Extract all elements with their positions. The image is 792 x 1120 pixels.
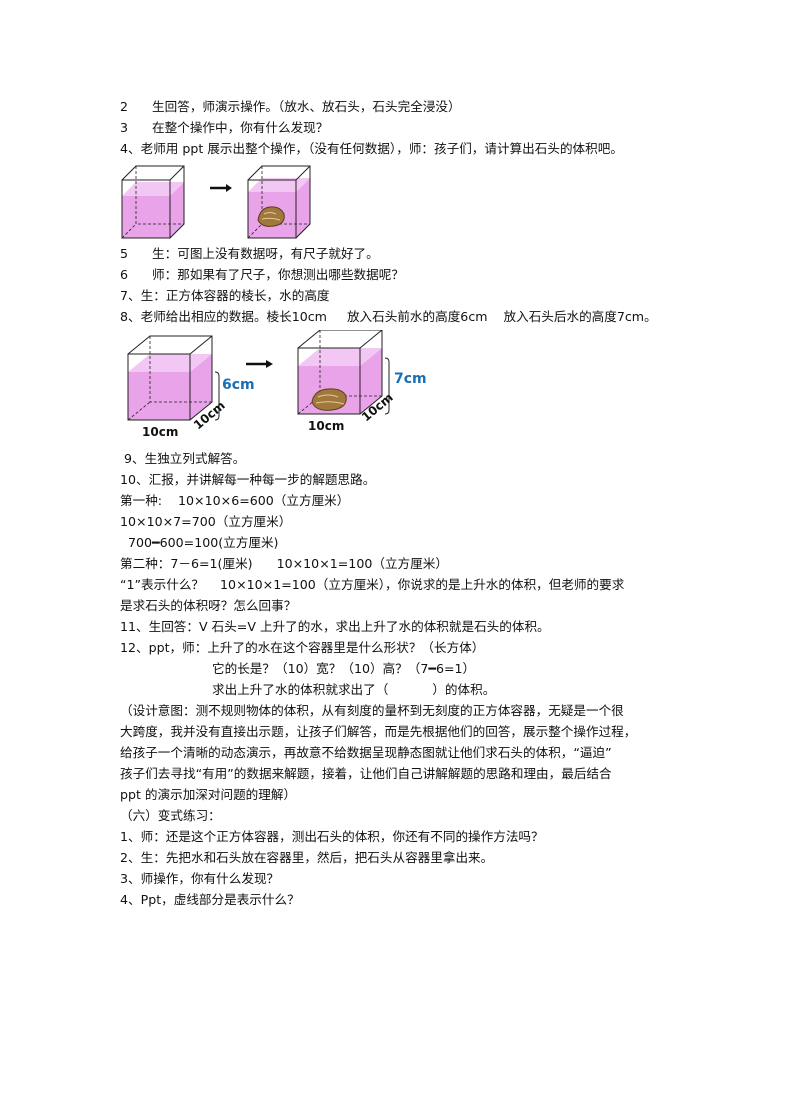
text-line: “1”表示什么？ 10×10×1=100（立方厘米），你说求的是上升水的体积，但… — [120, 577, 625, 592]
text-segment: ）的体积。 — [432, 682, 496, 697]
text-segment: 求出上升了水的体积就求出了（ — [212, 682, 389, 697]
arrow-icon — [210, 184, 232, 192]
height-label-before: 6cm — [222, 377, 255, 393]
water-surface — [122, 182, 184, 196]
rock-icon — [311, 388, 347, 411]
rock-icon — [257, 206, 285, 227]
text-line: 11、生回答：V 石头=V 上升了的水，求出上升了水的体积就是石头的体积。 — [120, 619, 550, 634]
text-line: 5 生：可图上没有数据呀，有尺子就好了。 — [120, 246, 379, 261]
text-line: 2 生回答，师演示操作。（放水、放石头，石头完全浸没） — [120, 99, 461, 114]
design-intent-line: ppt 的演示加深对问题的理解） — [120, 787, 297, 802]
text-line: 第一种: 10×10×6=600（立方厘米） — [120, 493, 350, 508]
text-line: 12、ppt，师：上升了的水在这个容器里是什么形状？（长方体） — [120, 640, 485, 655]
water-surface — [248, 178, 310, 192]
design-intent-line: （设计意图：测不规则物体的体积，从有刻度的量杯到无刻度的正方体容器，无疑是一个很 — [120, 703, 624, 718]
text-line: 求出上升了水的体积就求出了（ ）的体积。 — [212, 679, 495, 700]
text-line: 是求石头的体积呀？怎么回事？ — [120, 598, 297, 613]
text-line: 3 在整个操作中，你有什么发现？ — [120, 120, 329, 135]
water-surface — [298, 348, 382, 366]
text-line: 1、师：还是这个正方体容器，测出石头的体积，你还有不同的操作方法吗？ — [120, 829, 544, 844]
height-label-after: 7cm — [394, 371, 427, 387]
text-line: 10、汇报，并讲解每一种每一步的解题思路。 — [120, 472, 376, 487]
cube-after — [247, 165, 311, 239]
text-line: 第二种：7－6=1(厘米) 10×10×1=100（立方厘米） — [120, 556, 448, 571]
edge-bottom-label: 10cm — [142, 425, 178, 439]
text-line: 4、老师用 ppt 展示出整个操作，（没有任何数据），师：孩子们，请计算出石头的… — [120, 141, 623, 156]
figure-cubes-no-data — [121, 165, 311, 239]
design-intent-line: 给孩子一个清晰的动态演示，再故意不给数据呈现静态图就让他们求石头的体积，“逼迫” — [120, 745, 612, 760]
edge-bottom-label: 10cm — [308, 419, 344, 433]
text-line: 4、Ppt，虚线部分是表示什么？ — [120, 892, 300, 907]
text-line: 6 师：那如果有了尺子，你想测出哪些数据呢？ — [120, 267, 404, 282]
cube-before — [121, 165, 185, 239]
text-line: 9、生独立列式解答。 — [120, 451, 246, 466]
water-fill — [128, 354, 212, 420]
text-line: 它的长是？（10）宽？（10）高？（7━6=1） — [212, 661, 476, 676]
text-line: 7、生：正方体容器的棱长，水的高度 — [120, 288, 330, 303]
text-line: 700━600=100(立方厘米) — [120, 535, 279, 550]
design-intent-line: 孩子们去寻找“有用”的数据来解题，接着，让他们自己讲解解题的思路和理由，最后结合 — [120, 766, 612, 781]
water-surface — [128, 354, 212, 372]
text-line: 10×10×7=700（立方厘米） — [120, 514, 292, 529]
text-line: 2、生：先把水和石头放在容器里，然后，把石头从容器里拿出来。 — [120, 850, 494, 865]
arrow-icon — [246, 360, 273, 368]
design-intent-line: 大跨度，我并没有直接出示题，让孩子们解答，而是先根据他们的回答，展示整个操作过程… — [120, 724, 637, 739]
section-heading: （六）变式练习： — [120, 808, 221, 823]
cube-before — [127, 335, 220, 421]
figure-cubes-with-data: 6cm 10cm 10cm 7cm 10cm 10cm — [127, 330, 427, 439]
text-line: 8、老师给出相应的数据。棱长10cm 放入石头前水的高度6cm 放入石头后水的高… — [120, 309, 657, 324]
text-line: 3、师操作，你有什么发现？ — [120, 871, 280, 886]
cube-after — [297, 330, 390, 415]
